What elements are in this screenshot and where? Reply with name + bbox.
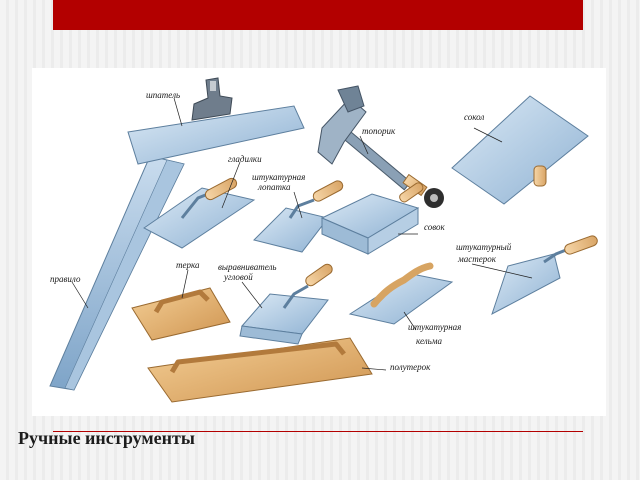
- label-corner-leveler-line1: выравниватель: [218, 262, 277, 272]
- label-hatchet: топорик: [362, 126, 396, 136]
- label-trowel-line2: мастерок: [457, 254, 497, 264]
- tools-illustration: шпатель топорик сокол гладилки штукатурн…: [32, 68, 606, 416]
- hatchet-tool: [317, 85, 444, 208]
- label-trowel-line1: штукатурный: [456, 242, 512, 252]
- label-smoothers: гладилки: [228, 154, 262, 164]
- label-plaster-shovel-line1: штукатурная: [252, 172, 305, 182]
- label-rule: правило: [50, 274, 81, 284]
- plaster-kelma-tool: [348, 262, 454, 325]
- label-spatula: шпатель: [146, 90, 180, 100]
- half-float-tool: [147, 337, 373, 403]
- corner-leveler-tool: [239, 263, 333, 345]
- title-underline: [53, 431, 583, 432]
- label-scoop: совок: [424, 222, 446, 232]
- rule-tool: [49, 155, 185, 391]
- label-hawk: сокол: [464, 112, 484, 122]
- label-corner-leveler-line2: угловой: [223, 272, 253, 282]
- label-half-float: полутерок: [390, 362, 431, 372]
- scoop-tool: [320, 182, 424, 255]
- slide-title: Ручные инструменты: [18, 428, 195, 448]
- float-tool: [131, 287, 231, 341]
- leader-lines: [71, 97, 533, 371]
- label-float: терка: [176, 260, 200, 270]
- label-plaster-kelma-line1: штукатурная: [408, 322, 461, 332]
- label-plaster-shovel-line2: лопатка: [257, 182, 291, 192]
- spatula-tool: [127, 77, 305, 165]
- header-bar: [53, 0, 583, 30]
- trowel-tool: [491, 235, 598, 316]
- smoother-tool: [143, 177, 256, 249]
- label-plaster-kelma-line2: кельма: [416, 336, 443, 346]
- hawk-tool: [451, 95, 589, 205]
